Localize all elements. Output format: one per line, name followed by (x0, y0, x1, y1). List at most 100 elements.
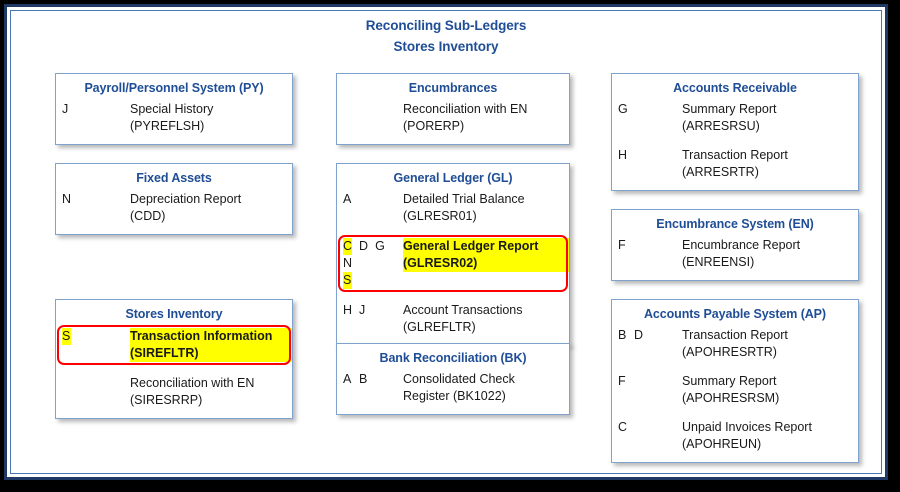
report-label: General Ledger Report(GLRESR02) (403, 238, 569, 272)
report-label: Reconciliation with EN(PORERP) (403, 101, 569, 135)
report-row: H Transaction Report(ARRESRTR) (612, 145, 858, 183)
box-encumbrance-system: Encumbrance System (EN) F Encumbrance Repo… (611, 209, 859, 281)
box-title: General Ledger (GL) (393, 171, 513, 185)
report-label-line: Reconciliation with EN (130, 376, 255, 390)
code-letter: F (618, 374, 626, 388)
report-label-line: Summary Report (682, 374, 777, 388)
box-title: Accounts Payable System (AP) (644, 307, 826, 321)
row-code-letters: C (612, 419, 682, 436)
code-letter: J (62, 102, 69, 116)
report-label-line: (SIREFLTR) (130, 346, 199, 360)
row-code-letters: F (612, 237, 682, 254)
report-label-line: Encumbrance Report (682, 238, 801, 252)
code-letter: H (343, 303, 353, 317)
code-letter: F (618, 238, 626, 252)
report-row: J Special History (PYREFLSH) (56, 99, 292, 137)
row-code-letters: G (612, 101, 682, 118)
report-label-line: Summary Report (682, 102, 777, 116)
report-row: F Encumbrance Report (ENREENSI) (612, 235, 858, 273)
report-label: Account Transactions (GLREFLTR) (403, 302, 569, 336)
report-label: Summary Report (ARRESRSU) (682, 101, 858, 135)
report-label-line: (PYREFLSH) (130, 119, 205, 133)
code-letter: B (618, 328, 627, 342)
row-code-letters: A (337, 191, 403, 208)
box-title: Fixed Assets (136, 171, 212, 185)
report-label: Unpaid Invoices Report (APOHREUN) (682, 419, 858, 453)
row-code-letters: J (56, 101, 130, 118)
code-letter: D (634, 328, 644, 342)
report-label-line: Transaction Report (682, 148, 788, 162)
row-code-letters: N (56, 191, 130, 208)
report-label-line: Register (BK1022) (403, 389, 506, 403)
code-letter: A (343, 192, 352, 206)
report-label-line: (APOHRESRSM) (682, 391, 780, 405)
report-label: Transaction Report(ARRESRTR) (682, 147, 858, 181)
report-label: Encumbrance Report (ENREENSI) (682, 237, 858, 271)
code-letter: N (343, 256, 353, 270)
code-letter: D (359, 239, 369, 253)
report-label-line: Consolidated Check (403, 372, 515, 386)
report-label-line: Transaction Report (682, 328, 788, 342)
box-payroll-personnel-system: Payroll/Personnel System (PY) J Special Hi… (55, 73, 293, 145)
code-letter: H (618, 148, 628, 162)
report-label-line: (APOHRESRTR) (682, 345, 777, 359)
diagram-title-line-1: Reconciling Sub-Ledgers (365, 18, 527, 33)
report-row: Reconciliation with EN(PORERP) (337, 99, 569, 137)
report-label-line: Detailed Trial Balance (403, 192, 525, 206)
report-row: N Depreciation Report (CDD) (56, 189, 292, 227)
code-letter: A (343, 372, 352, 386)
report-label: Transaction Report (APOHRESRTR) (682, 327, 858, 361)
report-label-line: Transaction Information (130, 329, 273, 343)
box-title: Stores Inventory (125, 307, 223, 321)
report-label-line: Unpaid Invoices Report (682, 420, 812, 434)
code-letter: N (62, 192, 72, 206)
report-label-line: (ENREENSI) (682, 255, 755, 269)
diagram-frame-inner: Reconciling Sub-Ledgers Stores Inventory… (10, 10, 882, 474)
report-label-line: (GLREFLTR) (403, 320, 476, 334)
report-label: Depreciation Report (CDD) (130, 191, 292, 225)
report-label-line: (APOHREUN) (682, 437, 762, 451)
diagram-title-line-2: Stores Inventory (393, 39, 499, 54)
report-label: Reconciliation with EN(SIRESRRP) (130, 375, 292, 409)
report-label-line: (CDD) (130, 209, 166, 223)
box-title: Bank Reconciliation (BK) (379, 351, 527, 365)
report-row: A Detailed Trial Balance (GLRESR01) (337, 189, 569, 227)
report-label-line: Account Transactions (403, 303, 523, 317)
report-label: Detailed Trial Balance (GLRESR01) (403, 191, 569, 225)
code-letter: G (375, 239, 385, 253)
diagram-title: Reconciling Sub-Ledgers Stores Inventory (11, 15, 881, 57)
report-label-line: (GLRESR01) (403, 209, 477, 223)
report-row: F Summary Report (APOHRESRSM) (612, 371, 858, 409)
box-general-ledger: General Ledger (GL) A Detailed Trial Balan… (336, 163, 570, 346)
report-label-line: Depreciation Report (130, 192, 242, 206)
code-letter: S (343, 272, 352, 289)
report-row: Reconciliation with EN(SIRESRRP) (56, 373, 292, 411)
report-label-line: (ARRESRSU) (682, 119, 760, 133)
box-title: Encumbrances (408, 81, 498, 95)
report-label-line: Reconciliation with EN (403, 102, 528, 116)
box-title: Encumbrance System (EN) (656, 217, 814, 231)
row-code-letters: S (56, 328, 130, 345)
code-letter: B (359, 372, 368, 386)
report-label-line: Special History (130, 102, 214, 116)
report-label-line: (GLRESR02) (403, 256, 478, 270)
code-letter: C (343, 238, 353, 255)
report-label: Special History (PYREFLSH) (130, 101, 292, 135)
box-title: Accounts Receivable (673, 81, 797, 95)
box-title: Payroll/Personnel System (PY) (84, 81, 264, 95)
